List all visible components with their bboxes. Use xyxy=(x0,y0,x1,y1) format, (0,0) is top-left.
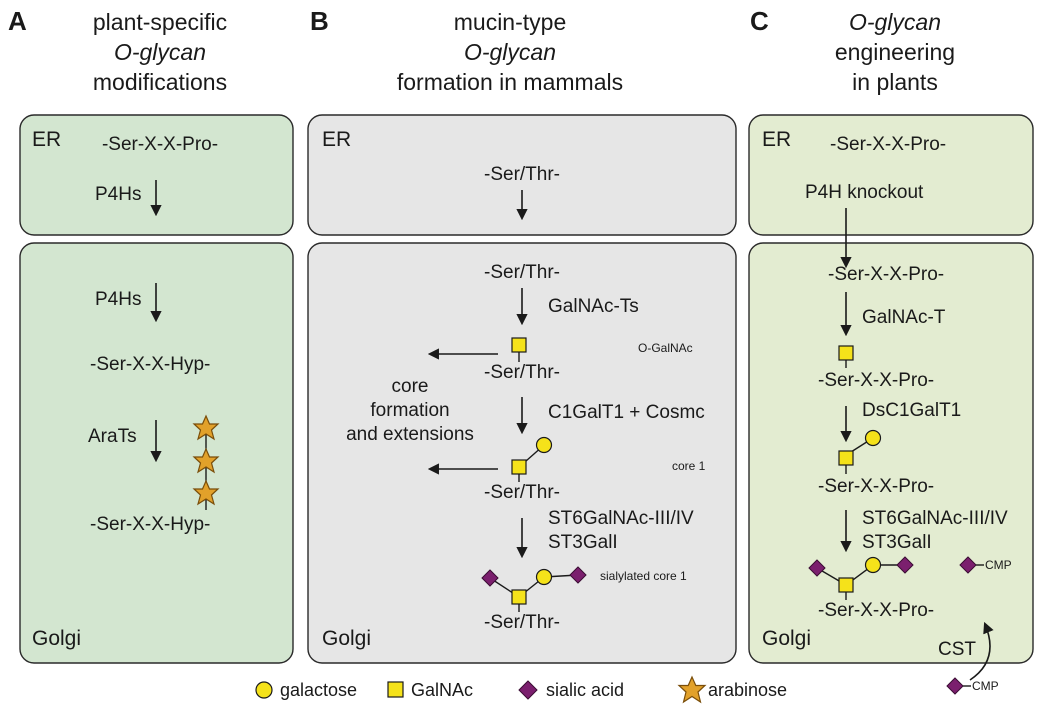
panel-c-er-sequence: -Ser-X-X-Pro- xyxy=(830,134,946,155)
panel-c-letter: C xyxy=(750,6,769,36)
panel-a-golgi-enzyme2: AraTs xyxy=(88,426,137,447)
galactose-icon xyxy=(864,429,882,447)
panel-c-title-line3: in plants xyxy=(852,69,938,95)
panel-b-side-text2: formation xyxy=(370,400,449,421)
galnac-icon xyxy=(838,450,854,466)
panel-c-title-line2: engineering xyxy=(835,39,955,65)
panel-b-golgi-box xyxy=(307,242,737,664)
arabinose-icon xyxy=(677,675,707,704)
galnac-icon xyxy=(838,345,854,361)
panel-a-title-line3: modifications xyxy=(93,69,227,95)
panel-a-title-line2: O-glycan xyxy=(114,39,206,65)
panel-b-side-text1: core xyxy=(392,376,429,397)
panel-a-golgi-sequence2: -Ser-X-X-Hyp- xyxy=(90,514,210,535)
legend-galactose: galactose xyxy=(280,680,357,700)
panel-c-cst-label: CST xyxy=(938,639,976,660)
panel-b-sequence1: -Ser/Thr- xyxy=(484,262,560,283)
panel-c-enzyme3b: ST3GalI xyxy=(862,532,932,553)
panel-b-note2: core 1 xyxy=(672,459,706,473)
panel-b-golgi-label: Golgi xyxy=(322,627,371,650)
panel-c-golgi-box xyxy=(748,242,1034,664)
panel-c-enzyme1: GalNAc-T xyxy=(862,307,946,328)
arabinose-icon xyxy=(192,479,220,506)
legend-sialic-acid: sialic acid xyxy=(546,680,624,700)
panel-c-enzyme2: DsC1GalT1 xyxy=(862,400,961,421)
cmp-sialic-acid-icon xyxy=(946,677,964,695)
galnac-icon xyxy=(387,681,404,698)
panel-b-side-text3: and extensions xyxy=(346,424,474,445)
panel-a-er-sequence: -Ser-X-X-Pro- xyxy=(102,134,218,155)
panel-b-enzyme2: C1GalT1 + Cosmc xyxy=(548,402,705,423)
panel-a-golgi-sequence1: -Ser-X-X-Hyp- xyxy=(90,354,210,375)
panel-b-sequence3: -Ser/Thr- xyxy=(484,482,560,503)
panel-a-golgi-enzyme: P4Hs xyxy=(95,289,141,310)
panel-b-sequence2: -Ser/Thr- xyxy=(484,362,560,383)
panel-b-sequence4: -Ser/Thr- xyxy=(484,612,560,633)
panel-b-title-line3: formation in mammals xyxy=(397,69,623,95)
galactose-icon xyxy=(255,681,273,699)
galnac-icon xyxy=(511,459,527,475)
legend-arabinose: arabinose xyxy=(708,680,787,700)
panel-c-sequence4: -Ser-X-X-Pro- xyxy=(818,600,934,621)
panel-c-golgi-label: Golgi xyxy=(762,627,811,650)
panel-c-cst-arrow xyxy=(969,621,994,681)
panel-b-er-sequence: -Ser/Thr- xyxy=(484,164,560,185)
galnac-icon xyxy=(838,577,854,593)
panel-a-er-box xyxy=(19,114,294,236)
panel-c-sequence1: -Ser-X-X-Pro- xyxy=(828,264,944,285)
panel-c-sequence2: -Ser-X-X-Pro- xyxy=(818,370,934,391)
galactose-icon xyxy=(535,568,553,586)
panel-c-title-line1: O-glycan xyxy=(849,9,941,35)
galactose-icon xyxy=(535,436,553,454)
panel-b-title-line1: mucin-type xyxy=(454,9,566,35)
sialic-acid-icon xyxy=(896,556,914,574)
panel-a-er-label: ER xyxy=(32,128,61,151)
sialic-acid-icon xyxy=(518,680,538,700)
panel-b-letter: B xyxy=(310,6,329,36)
panel-b-enzyme3b: ST3GalI xyxy=(548,532,618,553)
panel-c-cmp-cytosol: CMP xyxy=(972,679,999,693)
panel-b-er-box xyxy=(307,114,737,236)
sialic-acid-icon xyxy=(808,559,826,577)
panel-c-cmp-golgi: CMP xyxy=(985,558,1012,572)
galactose-icon xyxy=(864,556,882,574)
panel-c-er-step: P4H knockout xyxy=(805,182,924,203)
sialic-acid-icon xyxy=(481,569,499,587)
panel-b-title-line2: O-glycan xyxy=(464,39,556,65)
panel-c-er-label: ER xyxy=(762,128,791,151)
panel-c-enzyme3a: ST6GalNAc-III/IV xyxy=(862,508,1008,529)
panel-a-golgi-label: Golgi xyxy=(32,627,81,650)
cmp-sialic-acid-icon xyxy=(959,556,977,574)
arabinose-icon xyxy=(192,447,220,474)
sialic-acid-icon xyxy=(569,566,587,584)
galnac-icon xyxy=(511,589,527,605)
panel-b-er-label: ER xyxy=(322,128,351,151)
panel-b-enzyme1: GalNAc-Ts xyxy=(548,296,639,317)
panel-b-note1: O-GalNAc xyxy=(638,341,693,355)
panel-c-er-box xyxy=(748,114,1034,236)
panel-a-letter: A xyxy=(8,6,27,36)
panel-b-enzyme3a: ST6GalNAc-III/IV xyxy=(548,508,694,529)
panel-b-note3: sialylated core 1 xyxy=(600,569,687,583)
galnac-icon xyxy=(511,337,527,353)
panel-a-title-line1: plant-specific xyxy=(93,9,227,35)
panel-c-sequence3: -Ser-X-X-Pro- xyxy=(818,476,934,497)
arabinose-icon xyxy=(192,414,220,441)
legend-galnac: GalNAc xyxy=(411,680,473,700)
panel-a-er-enzyme: P4Hs xyxy=(95,184,141,205)
